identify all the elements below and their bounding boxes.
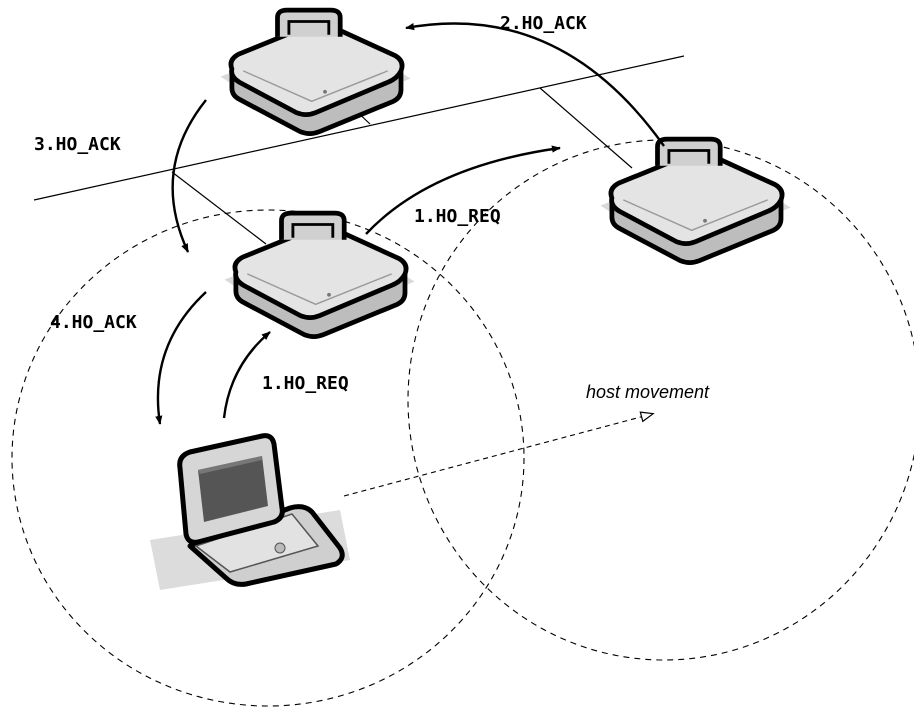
new-ap-link	[539, 87, 633, 169]
ho-ack-arrow-to-old-ap	[171, 99, 207, 253]
old-access-point-icon	[225, 213, 415, 337]
ho-req-arrow-to-old-ap	[222, 331, 271, 419]
label-ho-req-old-ap: 1.HO_REQ	[262, 373, 349, 394]
label-host-movement: host movement	[586, 382, 710, 402]
label-ho-ack-2: 2.HO_ACK	[500, 13, 587, 34]
old-ap-coverage-cell	[11, 209, 525, 707]
backbone-line	[33, 55, 685, 201]
old-ap-link	[171, 171, 267, 245]
label-ho-ack-3: 3.HO_ACK	[34, 134, 121, 155]
ho-ack-arrow-to-router	[405, 22, 665, 147]
laptop-icon	[150, 433, 350, 590]
label-ho-ack-4: 4.HO_ACK	[50, 312, 137, 333]
host-movement-arrow	[343, 411, 655, 497]
ho-req-arrow-to-new-ap	[365, 145, 561, 235]
top-access-point-icon	[221, 10, 411, 134]
new-access-point-icon	[601, 139, 791, 263]
label-ho-req-new-ap: 1.HO_REQ	[414, 206, 501, 227]
ho-ack-arrow-to-host	[155, 291, 207, 425]
